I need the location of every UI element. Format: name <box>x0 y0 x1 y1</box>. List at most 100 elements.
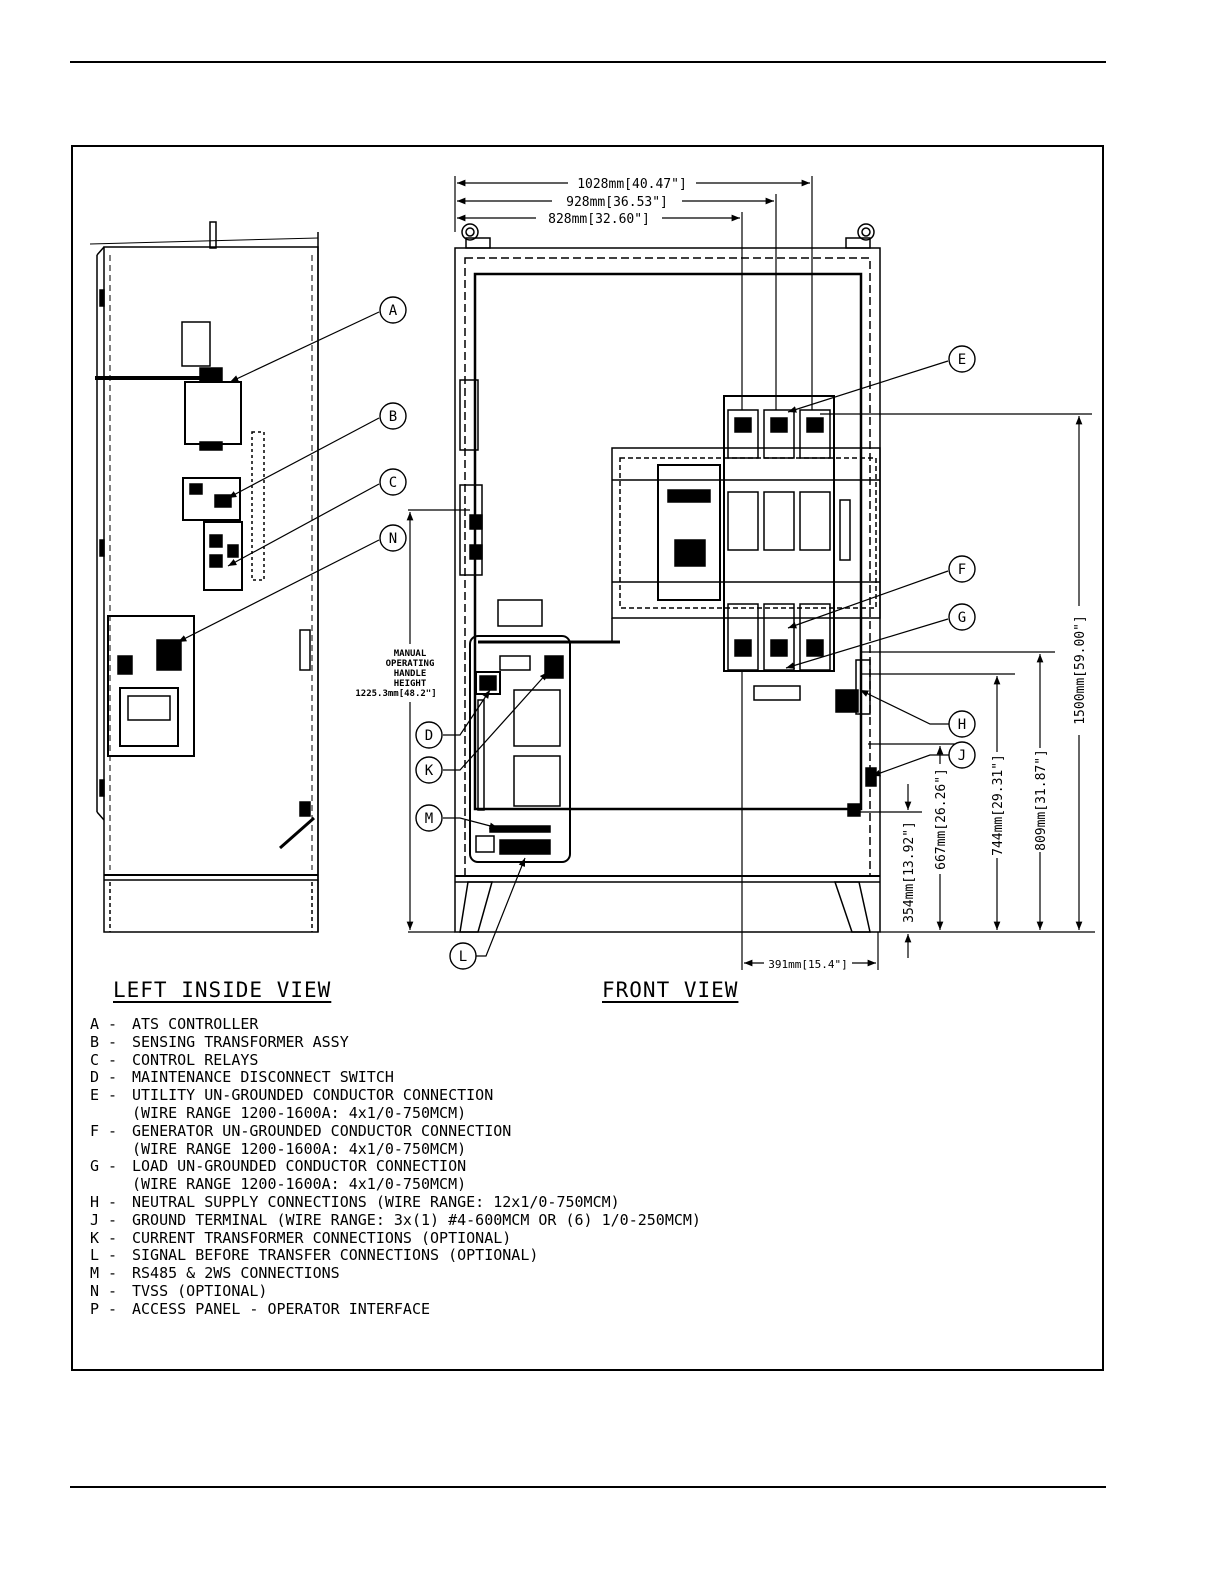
callout-n: N <box>389 531 397 547</box>
dim-height-354: 354mm[13.92"] <box>902 821 917 923</box>
callout-j: J <box>958 748 966 764</box>
front-view-title: FRONT VIEW <box>602 978 739 1002</box>
handle-label-line-1: MANUAL <box>394 649 427 659</box>
handle-label-line-5: 1225.3mm[48.2"] <box>355 689 436 699</box>
handle-label-line-3: HANDLE <box>394 669 427 679</box>
legend-text: MAINTENANCE DISCONNECT SWITCH <box>132 1068 394 1087</box>
top-rule <box>70 61 1106 63</box>
drawing-frame <box>71 145 1104 1371</box>
legend-item: A - ATS CONTROLLER <box>90 1015 701 1034</box>
legend-key: D - <box>90 1068 118 1087</box>
bottom-rule <box>70 1486 1106 1488</box>
legend-key: E - <box>90 1086 118 1105</box>
dim-width-inner: 828mm[32.60"] <box>548 212 650 227</box>
callout-bubble-j <box>948 741 976 769</box>
legend-text: SIGNAL BEFORE TRANSFER CONNECTIONS (OPTI… <box>132 1246 539 1265</box>
callout-bubble-l <box>449 942 477 970</box>
legend-item: P -ACCESS PANEL - OPERATOR INTERFACE <box>90 1299 701 1319</box>
legend-item: (WIRE RANGE 1200-1600A: 4x1/0-750MCM) <box>90 1103 701 1123</box>
legend-list: A - ATS CONTROLLER B - SENSING TRANSFORMER … <box>90 1015 701 1319</box>
legend-key: C - <box>90 1050 118 1069</box>
left-inside-view <box>89 221 319 933</box>
dim-height-667: 667mm[26.26"] <box>934 768 949 870</box>
callout-k: K <box>425 763 434 779</box>
legend-text: (WIRE RANGE 1200-1600A: 4x1/0-750MCM) <box>132 1139 467 1158</box>
legend-item: M - RS485 & 2WS CONNECTIONS <box>90 1264 701 1283</box>
legend-text: NEUTRAL SUPPLY CONNECTIONS (WIRE RANGE: … <box>132 1192 620 1211</box>
callout-bubble-d <box>415 721 443 749</box>
callout-f: F <box>958 562 966 578</box>
legend-item: (WIRE RANGE 1200-1600A: 4x1/0-750MCM) <box>90 1175 701 1194</box>
legend-text: GROUND TERMINAL (WIRE RANGE: 3x(1) #4-60… <box>132 1210 701 1229</box>
callout-bubble-a <box>379 296 407 324</box>
legend-text: GENERATOR UN-GROUNDED CONDUCTOR CONNECTI… <box>132 1121 512 1140</box>
legend-key: B - <box>90 1032 118 1051</box>
dim-width-mid: 928mm[36.53"] <box>566 195 668 210</box>
callout-bubble-h <box>948 710 976 738</box>
legend-text: SENSING TRANSFORMER ASSY <box>132 1032 349 1051</box>
callout-bubble-e <box>948 345 976 373</box>
handle-label-line-4: HEIGHT <box>394 679 427 689</box>
legend-key: F - <box>90 1121 118 1140</box>
callout-letters: A B C N E F G H J D K M L <box>389 303 966 965</box>
dim-width-overall: 1028mm[40.47"] <box>577 177 687 192</box>
callout-bubble-m <box>415 804 443 832</box>
legend-key: G - <box>90 1157 118 1176</box>
callout-bubble-n <box>379 524 407 552</box>
handle-height-label: MANUAL OPERATING HANDLE HEIGHT 1225.3mm[… <box>355 649 436 699</box>
legend-key: K - <box>90 1228 118 1247</box>
callout-e: E <box>958 352 966 368</box>
callout-m: M <box>425 811 433 827</box>
legend-item: L - SIGNAL BEFORE TRANSFER CONNECTIONS (O… <box>90 1246 701 1265</box>
legend-text: RS485 & 2WS CONNECTIONS <box>132 1264 340 1283</box>
callout-b: B <box>389 409 397 425</box>
front-view <box>454 223 881 933</box>
legend-item: (WIRE RANGE 1200-1600A: 4x1/0-750MCM) <box>90 1139 701 1159</box>
legend-key: L - <box>90 1246 118 1265</box>
legend-text: LOAD UN-GROUNDED CONDUCTOR CONNECTION <box>132 1157 467 1176</box>
legend-item: C - CONTROL RELAYS <box>90 1050 701 1070</box>
callout-bubble-g <box>948 603 976 631</box>
callout-bubbles <box>379 296 976 970</box>
legend-item: H - NEUTRAL SUPPLY CONNECTIONS (WIRE RANG… <box>90 1192 701 1212</box>
legend-key: J - <box>90 1210 118 1229</box>
legend-item: N - TVSS (OPTIONAL) <box>90 1281 701 1301</box>
legend-item: F - GENERATOR UN-GROUNDED CONDUCTOR CONNE… <box>90 1121 701 1141</box>
callout-leaders <box>177 311 949 957</box>
dim-height-overall: 1500mm[59.00"] <box>1073 615 1088 725</box>
legend-key: M - <box>90 1264 118 1283</box>
dim-side-391: 391mm[15.4"] <box>768 958 847 971</box>
callout-bubble-c <box>379 468 407 496</box>
legend-key: H - <box>90 1192 118 1211</box>
callout-bubble-f <box>948 555 976 583</box>
dim-height-809: 809mm[31.87"] <box>1034 749 1049 851</box>
legend-item: K - CURRENT TRANSFORMER CONNECTIONS (OPTI… <box>90 1228 701 1248</box>
legend-text: ACCESS PANEL - OPERATOR INTERFACE <box>132 1299 431 1318</box>
dim-height-744: 744mm[29.31"] <box>991 754 1006 856</box>
legend-text: CONTROL RELAYS <box>132 1050 259 1069</box>
callout-bubble-b <box>379 402 407 430</box>
legend-item: G - LOAD UN-GROUNDED CONDUCTOR CONNECTION <box>90 1157 701 1176</box>
legend-item: B - SENSING TRANSFORMER ASSY <box>90 1032 701 1052</box>
legend-text: CURRENT TRANSFORMER CONNECTIONS (OPTIONA… <box>132 1228 512 1247</box>
left-inside-view-title: LEFT INSIDE VIEW <box>113 978 332 1002</box>
callout-l: L <box>459 949 467 965</box>
legend-text: ATS CONTROLLER <box>132 1015 259 1033</box>
callout-h: H <box>958 717 966 733</box>
callout-bubble-k <box>415 756 443 784</box>
legend-text: (WIRE RANGE 1200-1600A: 4x1/0-750MCM) <box>132 1175 467 1194</box>
legend-text: TVSS (OPTIONAL) <box>132 1281 268 1300</box>
legend-item: J - GROUND TERMINAL (WIRE RANGE: 3x(1) #4… <box>90 1210 701 1230</box>
callout-a: A <box>389 303 398 319</box>
handle-label-line-2: OPERATING <box>386 659 435 669</box>
dimension-lines <box>406 176 1095 970</box>
callout-c: C <box>389 475 397 491</box>
legend-text: (WIRE RANGE 1200-1600A: 4x1/0-750MCM) <box>132 1103 467 1122</box>
callout-d: D <box>425 728 433 744</box>
legend-item: E -UTILITY UN-GROUNDED CONDUCTOR CONNECT… <box>90 1086 701 1105</box>
legend-key: A - <box>90 1015 118 1033</box>
callout-g: G <box>958 610 966 626</box>
legend-item: D - MAINTENANCE DISCONNECT SWITCH <box>90 1068 701 1087</box>
legend-key: N - <box>90 1281 118 1300</box>
